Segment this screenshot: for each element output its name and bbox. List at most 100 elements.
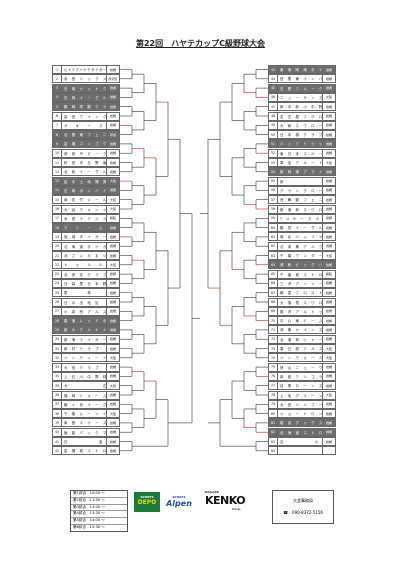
team-number: 51	[269, 140, 278, 148]
team-area: 大阪	[106, 261, 119, 269]
team-name: 目 黒 ロ ー ン ズ	[280, 384, 322, 389]
team-name: 越 谷 グ ッ ク ス レ	[280, 421, 322, 426]
team-area: 岩槻	[322, 121, 335, 129]
team-number: 7	[53, 121, 62, 129]
team-number: 79	[269, 400, 278, 408]
team-number: 8	[53, 131, 62, 139]
team-number: 38	[53, 410, 62, 418]
team-number: 45	[269, 84, 278, 92]
team-number: 10	[53, 149, 62, 157]
team-name: 石 岡 ボ ン バ イ ズ	[64, 188, 106, 193]
right-team-row: 43東 海 岡 崎 タ イ ガ ー ス岩槻	[268, 65, 336, 74]
team-area: 岩槻	[322, 400, 335, 408]
team-area: 岩槻	[322, 186, 335, 194]
team-name: 城 北 バ ッ フ ァ ロ ー ズ	[280, 235, 322, 240]
left-team-row: 10伊 勢 丹 ピ ー ク ラ ブ岩槻	[52, 148, 120, 158]
alpen-sub: SPORTS	[172, 495, 186, 499]
team-area: 岩槻	[322, 279, 335, 287]
team-name: 大 島 ク ラ ブ	[64, 365, 100, 370]
team-area: 岩槻	[106, 84, 119, 92]
team-area: 岩槻	[106, 242, 119, 250]
team-name: 伊 勢 丹 ピ ー ク ラ ブ	[64, 151, 106, 156]
team-name: シ ョ ー ト ロ ン	[280, 412, 322, 417]
team-number: 6	[53, 112, 62, 120]
schedule-row: 第2試合 11:30 ～	[71, 498, 127, 505]
team-area: 大阪	[322, 93, 335, 101]
team-number: 23	[53, 270, 62, 278]
team-number: 73	[269, 345, 278, 352]
team-name: 岩 槻 城 ス ト ロ ン グ ス	[64, 449, 106, 454]
team-area: 岩槻	[322, 233, 335, 241]
team-name: 西 関 東 イ ン パ ル ス	[280, 77, 322, 82]
team-area: 岩槻	[322, 363, 335, 371]
contact-box: 大会事務局 ☎ 090-8372-5156	[272, 490, 334, 524]
team-name: 高 田 ウ イ ン グ ス	[64, 114, 106, 119]
team-number: 68	[269, 298, 278, 306]
schedule-row: 第6試合 15:30 ～	[73, 524, 105, 529]
left-team-row: 30新 海 ラ イ ガ ー ス岩槻	[52, 334, 120, 344]
team-number: 46	[269, 93, 278, 101]
team-area: 岩槻	[322, 131, 335, 139]
left-team-row: 20北 海 道 タ イ ガ ー ス岩槻	[52, 241, 120, 251]
right-team-row: 73春 日 部 ア ル ス タ ー ズ大阪	[268, 344, 336, 353]
team-area: 岩槻	[106, 372, 119, 380]
team-area: 岩槻	[322, 224, 335, 232]
team-name: 永 田 ソ ッ ク ス	[64, 77, 106, 82]
team-area: 岩槻	[322, 214, 335, 222]
team-area: 岩槻	[322, 66, 335, 73]
right-team-row: 45白 鷺 フ ル ー ク ラ ブ岩槻	[268, 83, 336, 93]
team-area: 岩槻	[106, 252, 119, 259]
team-number: 16	[53, 205, 62, 213]
team-number: 31	[53, 345, 62, 352]
right-team-row: 52東 日 本 ス ル ー ス岩槻	[268, 148, 336, 158]
team-name: 日 暮 里 日 本 野 球 ク ラ ブ	[64, 281, 106, 286]
team-name: 南 昌 ス ナ ー ズ	[64, 421, 106, 426]
team-name: 宮 城 タ イ ガ ー ス	[64, 235, 106, 240]
left-team-row: 3白 岡 ナ ッ ト ク ラ ブ岩槻	[52, 83, 120, 93]
team-name: 東 海 岡 崎 タ イ ガ ー ス	[280, 68, 322, 72]
team-area: 岩槻	[322, 372, 335, 380]
team-area: 大阪	[322, 345, 335, 352]
right-team-row: 46ニ ュ ー サ ン ズ ー ス大阪	[268, 92, 336, 102]
team-name: ニ ュ ー サ ン ズ ー ス	[280, 95, 322, 100]
team-name: 大 宮 バ ン ブ ー ス	[280, 402, 322, 407]
team-name: 春 日 部 ア ル ス タ ー ズ	[280, 347, 322, 351]
right-team-row: 57西 舞 鶴 フ ェ ニ ッ ク ス岩槻	[268, 195, 336, 205]
team-area: 岩槻	[106, 345, 119, 352]
team-number: 83	[269, 438, 278, 445]
team-name: 千 葉 ム ー ン イ ン	[64, 412, 106, 417]
team-area: 岩槻	[322, 261, 335, 269]
team-name: 浦 和 ビ ッ グ ハ ー ス	[280, 263, 322, 268]
team-name: 北 関 東 フ ェ ニ ッ ク ス	[64, 133, 106, 138]
team-name: 千 葉 城 ス ト ロ ン グ ス	[280, 272, 322, 277]
team-name: 吉 川	[280, 440, 319, 444]
team-name: 藤 沢 ア ル ト ゥ ン	[280, 309, 322, 314]
team-number: 61	[269, 233, 278, 241]
team-number: 2	[53, 75, 62, 83]
right-team-row: 68大 須 賀 ス ワ ロ ー ズ岩槻	[268, 297, 336, 307]
right-team-row: 79大 宮 バ ン ブ ー ス岩槻	[268, 399, 336, 409]
team-area: 岩槻	[322, 242, 335, 250]
right-team-row: 47新 中 新 小 中 野 球岩槻	[268, 102, 336, 112]
team-number: 19	[53, 233, 62, 241]
team-name: 新 小 ア ル ナ イ ル	[64, 328, 106, 333]
page-title: 第22回 ハヤテカップC級野球大会	[135, 39, 265, 48]
team-name: グ ラ ン グ ロ ー リ ー	[280, 188, 322, 193]
team-name: 鶴 見 イ ー グ ル ス	[280, 226, 322, 231]
kenko-text: KENKO	[205, 494, 246, 507]
team-name: 草 加 ア ル ー ト イ ン ス	[280, 161, 322, 165]
left-team-row: 19宮 城 タ イ ガ ー ス岩槻	[52, 232, 120, 242]
team-number: 15	[53, 196, 62, 204]
team-area: 大阪	[322, 252, 335, 259]
team-area: 岩槻	[106, 391, 119, 399]
